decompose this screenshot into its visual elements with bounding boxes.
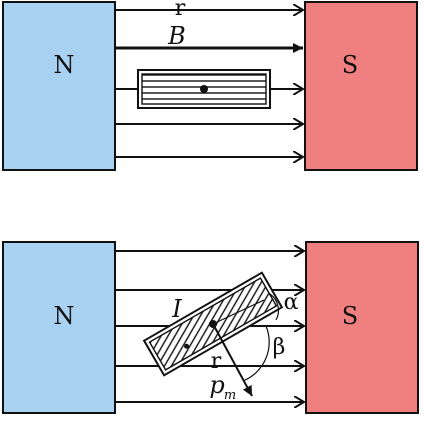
current-label: I (171, 295, 182, 323)
south-pole-top (304, 1, 418, 171)
north-label-top: N (54, 51, 75, 79)
loop-axis-dot (200, 85, 208, 93)
south-label-bottom: S (342, 302, 358, 330)
angle-arc-alpha (269, 293, 280, 321)
angle-alpha-label: α (284, 290, 299, 315)
north-label-bottom: N (54, 302, 75, 330)
field-vector-symbol: B (167, 22, 186, 50)
moment-vector-mark: r (211, 349, 222, 374)
north-pole-bottom (2, 241, 116, 414)
south-label-top: S (342, 51, 358, 79)
field-vector-mark: r (175, 0, 186, 21)
magnetic-moment-vector (212, 323, 253, 397)
angle-beta-label: β (273, 335, 286, 360)
top-panel: N S r B (2, 0, 418, 171)
normal-reference-line (212, 299, 265, 325)
bottom-panel: N S I α β r p (2, 241, 419, 414)
loop-axis-dot-left (184, 343, 190, 349)
south-pole-bottom (305, 241, 419, 414)
current-loop-top (137, 69, 271, 109)
angle-arc-beta (242, 325, 270, 382)
north-pole-top (2, 1, 116, 171)
moment-subscript: m (224, 388, 236, 403)
field-lines-top (115, 10, 303, 157)
moment-symbol: p (209, 371, 224, 399)
